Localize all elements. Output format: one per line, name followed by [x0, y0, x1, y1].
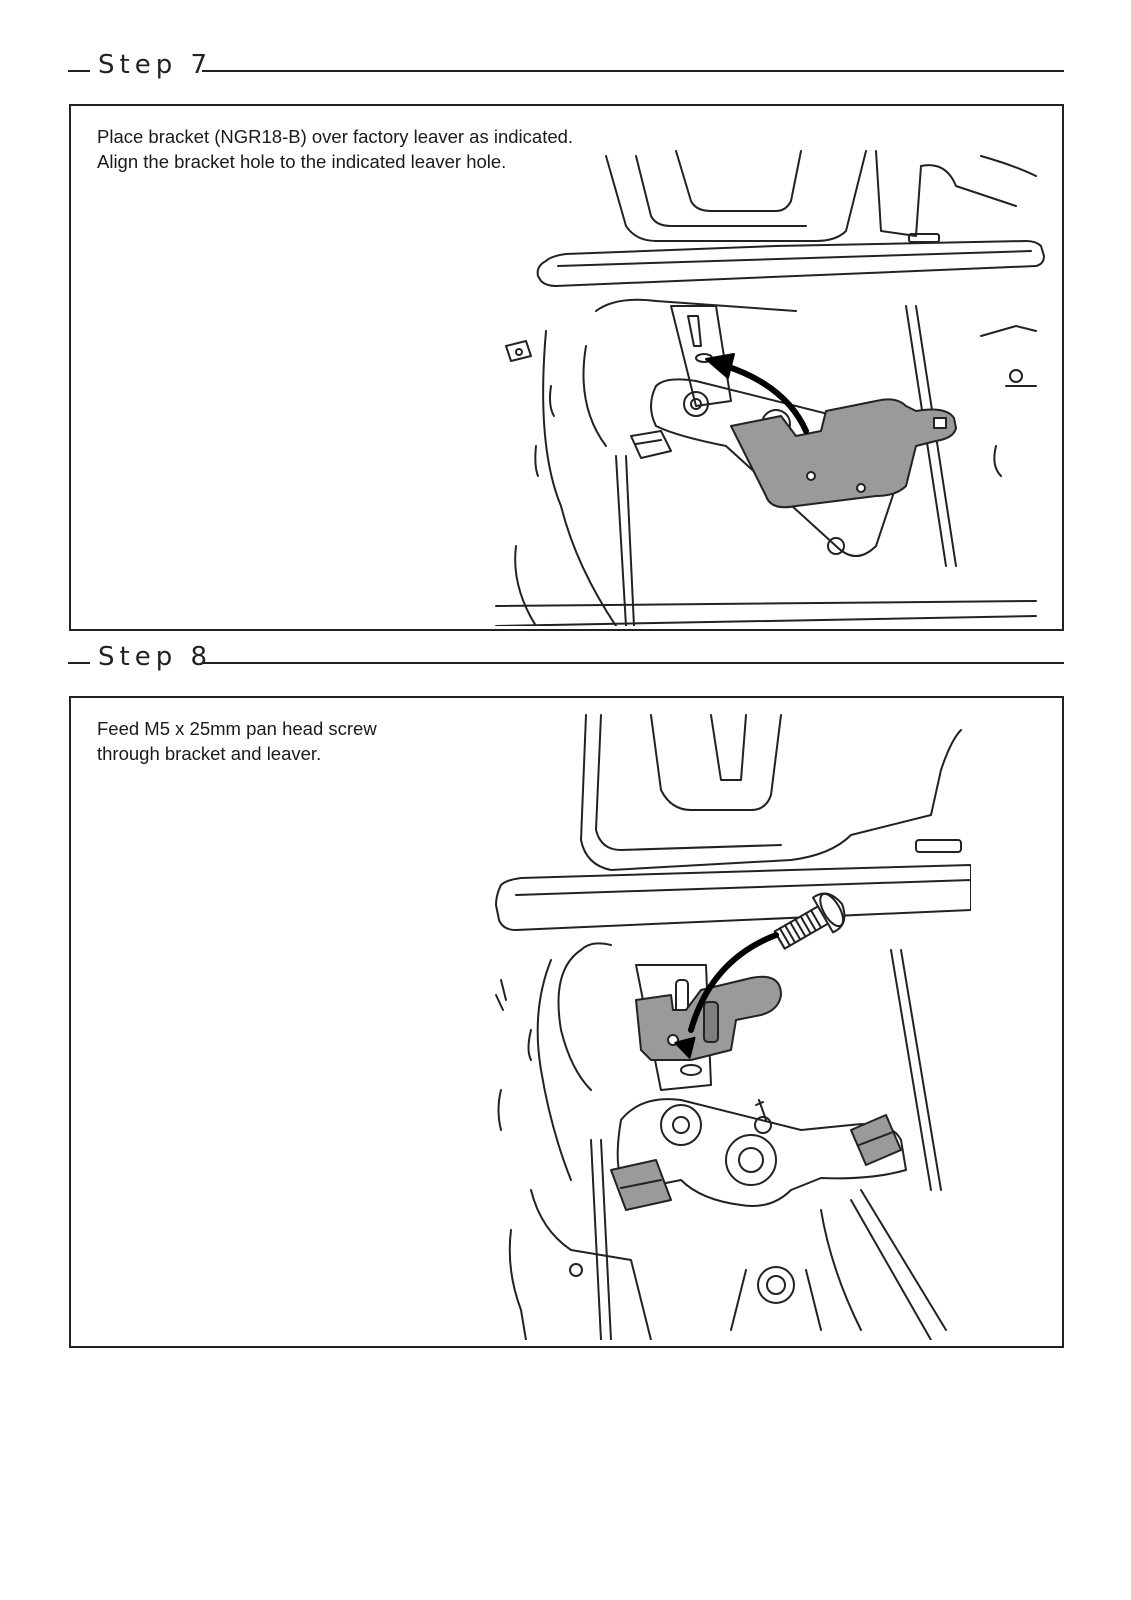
instruction-line: Feed M5 x 25mm pan head screw — [97, 718, 377, 739]
instruction-line: through bracket and leaver. — [97, 743, 322, 764]
instruction-line: Align the bracket hole to the indicated … — [97, 151, 507, 172]
step-7-title: Step 7 — [98, 50, 213, 80]
header-rule — [202, 70, 1064, 72]
step-7-panel: Place bracket (NGR18-B) over factory lea… — [69, 104, 1064, 631]
header-lead-line — [68, 70, 90, 72]
step-8-panel: Feed M5 x 25mm pan head screw through br… — [69, 696, 1064, 1348]
header-lead-line — [68, 662, 90, 664]
header-rule — [202, 662, 1064, 664]
step-7-illustration — [495, 150, 1045, 626]
step-7-instructions: Place bracket (NGR18-B) over factory lea… — [97, 124, 573, 174]
step-8-illustration — [495, 714, 971, 1340]
step-7-header: Step 7 — [68, 38, 1064, 78]
step-8-title: Step 8 — [98, 642, 213, 672]
step-8-header: Step 8 — [68, 630, 1064, 670]
step-8-instructions: Feed M5 x 25mm pan head screw through br… — [97, 716, 377, 766]
instruction-line: Place bracket (NGR18-B) over factory lea… — [97, 126, 574, 147]
